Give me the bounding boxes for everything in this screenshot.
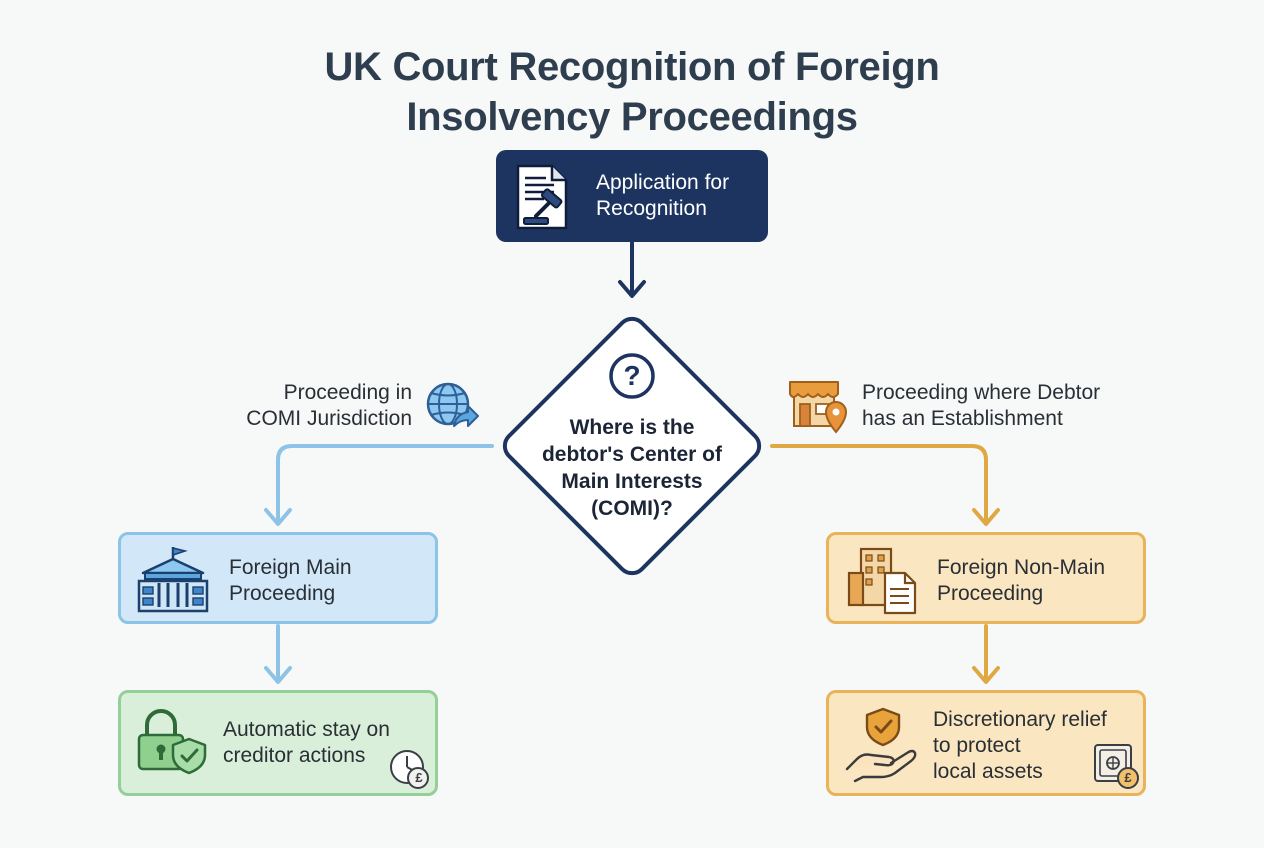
safe-pound-icon	[1094, 744, 1139, 789]
foreign-nonmain-box: Foreign Non-Main Proceeding	[826, 532, 1146, 624]
discretionary-relief-box: Discretionary relief to protect local as…	[826, 690, 1146, 796]
hand-shield-icon	[845, 707, 917, 783]
clock-pound-icon	[390, 750, 429, 789]
application-line-2: Recognition	[596, 197, 707, 220]
automatic-stay-label: Automatic stay on creditor actions	[223, 717, 390, 769]
courthouse-icon	[137, 546, 209, 613]
foreign-nonmain-line-2: Proceeding	[937, 582, 1044, 605]
connector-start-to-decision	[618, 241, 646, 298]
diagram-title: UK Court Recognition of Foreign Insolven…	[232, 42, 1032, 142]
foreign-main-label: Foreign Main Proceeding	[229, 555, 352, 607]
decision-question: Where is the debtor's Center of Main Int…	[532, 414, 732, 522]
right-branch-line-1: Proceeding where Debtor	[862, 381, 1101, 404]
automatic-stay-line-2: creditor actions	[223, 744, 366, 767]
decision-line-1: Where is the	[569, 416, 695, 439]
decision-line-4: (COMI)?	[591, 497, 673, 520]
right-branch-label: Proceeding where Debtor has an Establish…	[862, 380, 1142, 432]
connector-decision-to-main	[264, 444, 494, 526]
connector-decision-to-nonmain	[770, 444, 1000, 526]
discretionary-relief-line-3: local assets	[933, 760, 1043, 783]
storefront-pin-icon	[789, 381, 848, 434]
foreign-main-line-2: Proceeding	[229, 582, 336, 605]
left-branch-line-1: Proceeding in	[283, 381, 412, 404]
left-branch-line-2: COMI Jurisdiction	[246, 407, 412, 430]
safe-pound-symbol: £	[1124, 770, 1132, 785]
discretionary-relief-line-1: Discretionary relief	[933, 708, 1107, 731]
left-branch-label: Proceeding in COMI Jurisdiction	[200, 380, 412, 432]
automatic-stay-line-1: Automatic stay on	[223, 718, 390, 741]
application-box: Application for Recognition	[496, 150, 768, 242]
title-line-2: Insolvency Proceedings	[406, 95, 858, 139]
title-line-1: UK Court Recognition of Foreign	[324, 45, 940, 89]
automatic-stay-box: Automatic stay on creditor actions £	[118, 690, 438, 796]
foreign-nonmain-label: Foreign Non-Main Proceeding	[937, 555, 1105, 607]
document-gavel-icon	[516, 164, 568, 230]
question-circle-icon	[609, 353, 655, 399]
foreign-main-line-1: Foreign Main	[229, 556, 352, 579]
building-document-icon	[847, 547, 917, 615]
decision-diamond	[502, 316, 762, 576]
decision-line-3: Main Interests	[561, 470, 703, 493]
discretionary-relief-line-2: to protect	[933, 734, 1021, 757]
right-branch-line-2: has an Establishment	[862, 407, 1063, 430]
foreign-main-box: Foreign Main Proceeding	[118, 532, 438, 624]
connector-main-to-stay	[264, 624, 292, 684]
question-mark: ?	[623, 360, 641, 391]
connector-nonmain-to-relief	[972, 624, 1000, 684]
globe-arrow-icon	[426, 382, 479, 427]
application-line-1: Application for	[596, 171, 730, 194]
clock-pound-symbol: £	[415, 770, 423, 785]
lock-shield-icon	[137, 709, 207, 775]
decision-line-2: debtor's Center of	[541, 443, 722, 466]
foreign-nonmain-line-1: Foreign Non-Main	[937, 556, 1106, 579]
application-label: Application for Recognition	[596, 170, 729, 222]
discretionary-relief-label: Discretionary relief to protect local as…	[933, 707, 1107, 785]
